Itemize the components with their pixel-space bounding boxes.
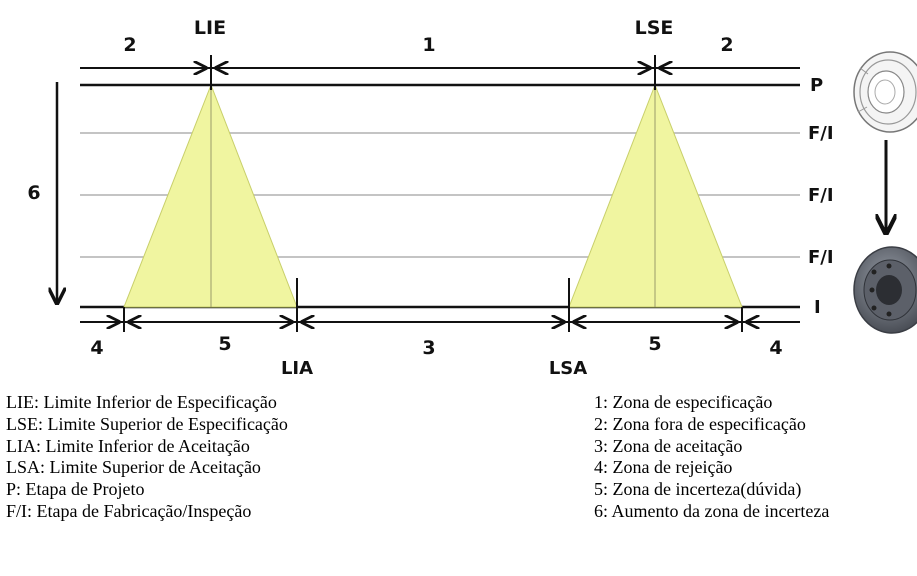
legend-item-zone-5: 5: Zona de incerteza(dúvida) xyxy=(594,479,802,500)
brake-drum-sketch-icon xyxy=(853,51,917,133)
stage-label-i: I xyxy=(814,297,821,318)
legend-item-zone-2: 2: Zona fora de especificação xyxy=(594,413,806,434)
legend-item-lie: LIE: Limite Inferior de Especificação xyxy=(6,392,277,412)
lie-label: LIE xyxy=(194,17,226,39)
legend-item-zone-4: 4: Zona de rejeição xyxy=(594,457,733,478)
lse-label: LSE xyxy=(635,17,674,39)
lia-label: LIA xyxy=(281,358,313,379)
brake-drum-rendered-icon xyxy=(853,246,917,334)
stage-label-fi-2: F/I xyxy=(808,185,834,206)
legend-item-zone-3: 3: Zona de aceitação xyxy=(594,435,743,456)
zone-4-left-label: 4 xyxy=(90,337,103,359)
legend-zones: 1: Zona de especificação 2: Zona fora de… xyxy=(594,392,829,523)
stage-label-fi-1: F/I xyxy=(808,123,834,144)
zone-2-left-label: 2 xyxy=(123,34,136,56)
zone-1-label: 1 xyxy=(422,34,435,56)
legend-abbreviations: LIE: Limite Inferior de Especificação LS… xyxy=(6,392,288,523)
legend-item-zone-6: 6: Aumento da zona de incerteza xyxy=(594,500,830,521)
zone-2-right-label: 2 xyxy=(720,34,733,56)
legend-item-fi: F/I: Etapa de Fabricação/Inspeção xyxy=(6,500,252,521)
stage-label-fi-3: F/I xyxy=(808,247,834,268)
legend-item-zone-1: 1: Zona de especificação xyxy=(594,392,773,412)
legend-item-lse: LSE: Limite Superior de Especificação xyxy=(6,413,288,434)
zone-5-right-label: 5 xyxy=(648,333,661,355)
zone-3-label: 3 xyxy=(422,337,435,359)
uncertainty-zone-diagram: LIE LSE 2 1 2 4 5 LIA 3 LSA 5 4 6 P F/I … xyxy=(27,17,917,379)
zone-4-right-label: 4 xyxy=(769,337,782,359)
legend-item-lsa: LSA: Limite Superior de Aceitação xyxy=(6,457,261,478)
lsa-label: LSA xyxy=(549,358,587,379)
uncertainty-growth-label: 6 xyxy=(27,182,40,204)
zone-5-left-label: 5 xyxy=(218,333,231,355)
legend-item-p: P: Etapa de Projeto xyxy=(6,479,145,500)
legend-item-lia: LIA: Limite Inferior de Aceitação xyxy=(6,435,250,456)
stage-label-p: P xyxy=(810,75,823,96)
